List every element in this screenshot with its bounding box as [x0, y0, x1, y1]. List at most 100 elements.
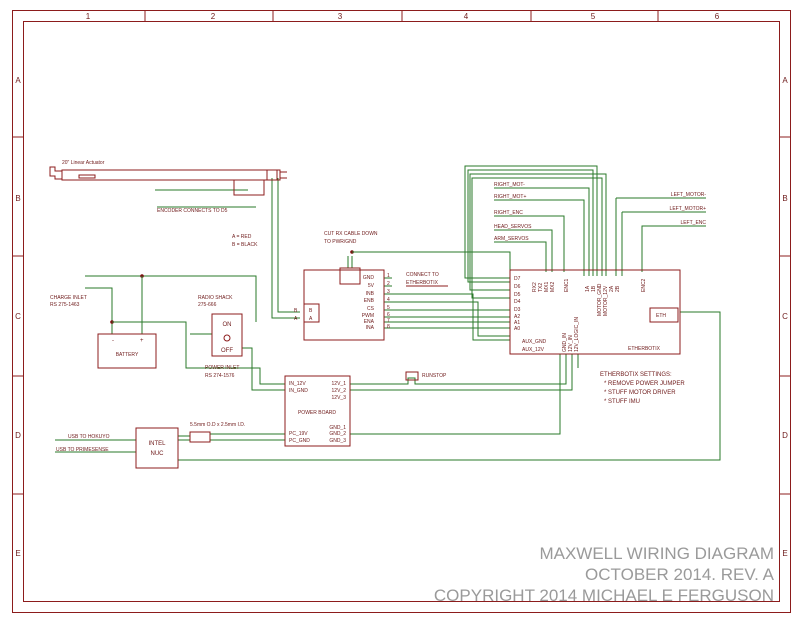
wire-network — [55, 165, 721, 461]
power-board-name: POWER BOARD — [298, 410, 336, 416]
driver-left-pin-b: B — [294, 308, 298, 314]
eb-pin-motor-12v: MOTOR_12V — [603, 285, 609, 316]
power-inlet-part: RS 274-1576 — [205, 373, 235, 379]
power-switch: ON OFF — [211, 313, 243, 357]
driver-pin-num-4: 4 — [387, 297, 390, 303]
switch-off: OFF — [221, 348, 233, 354]
left-mot-plus: LEFT_MOTOR+ — [670, 206, 707, 212]
settings-item-2: * STUFF MOTOR DRIVER — [604, 390, 676, 396]
driver-pin-num-1: 1 — [387, 273, 390, 279]
eb-pin-2a: 2A — [609, 285, 615, 292]
arm-servos: ARM_SERVOS — [494, 236, 529, 242]
charge-inlet-part: RS 275-1463 — [50, 302, 80, 308]
pb-pin-in-gnd: IN_GND — [289, 388, 308, 394]
row-labels-right: A B C D E — [782, 76, 788, 558]
wire-color-b: B = BLACK — [232, 242, 258, 248]
driver-pin-inb: INB — [366, 291, 375, 297]
battery-plus: + — [140, 338, 144, 344]
col-label-1: 1 — [86, 12, 91, 21]
power-board: POWER BOARD IN_12V IN_GND PC_19V PC_GND … — [284, 375, 351, 447]
eb-pin-12v-logic: 12V_LOGIC_IN — [574, 317, 580, 352]
plug-note: 5.5mm O.D x 2.5mm I.D. — [190, 422, 245, 428]
barrel-plug: 5.5mm O.D x 2.5mm I.D. — [189, 422, 245, 443]
driver-pin-enb: ENB — [364, 298, 375, 304]
pb-pin-gnd-2: GND_2 — [329, 431, 346, 437]
driver-left-pin-a: A — [294, 316, 298, 322]
connect-note-line2: ETHERBOTIX — [406, 280, 439, 286]
right-enc: RIGHT_ENC — [494, 210, 523, 216]
etherbotix-eth: ETH — [656, 313, 666, 319]
intel-nuc: INTEL NUC USB TO HOKUYO USB TO PRIMESENS… — [56, 427, 179, 469]
motor-driver: CUT RX CABLE DOWN TO PWR/GND B A B A GND… — [294, 231, 390, 341]
radio-shack-part: 275-666 — [198, 302, 217, 308]
driver-pin-num-3: 3 — [387, 289, 390, 295]
driver-inner-b: B — [309, 308, 313, 314]
right-mot-plus: RIGHT_MOT+ — [494, 194, 526, 200]
eb-pin-mx2: MX2 — [550, 282, 556, 293]
eb-pin-d6: D6 — [514, 284, 521, 290]
switch-on: ON — [223, 322, 232, 328]
row-label-c-right: C — [782, 312, 788, 321]
driver-pin-ina: INA — [366, 325, 375, 331]
usb-primesense: USB TO PRIMESENSE — [56, 447, 109, 453]
head-servos: HEAD_SERVOS — [494, 224, 532, 230]
etherbotix-board: ETH ETHERBOTIX D7 D6 D5 D4 D3 A2 A1 A0 A… — [509, 269, 681, 355]
eb-pin-d3: D3 — [514, 307, 521, 313]
etherbotix-settings: ETHERBOTIX SETTINGS: * REMOVE POWER JUMP… — [600, 372, 685, 405]
drawing-frame — [12, 10, 791, 613]
eb-pin-motor-gnd: MOTOR_GND — [597, 283, 603, 316]
etherbotix-name: ETHERBOTIX — [628, 346, 661, 352]
driver-pin-num-8: 8 — [387, 324, 390, 330]
column-labels: 1 2 3 4 5 6 — [86, 12, 720, 21]
driver-pin-num-6: 6 — [387, 312, 390, 318]
driver-inner-a: A — [309, 316, 313, 322]
pb-pin-pc-gnd: PC_GND — [289, 438, 310, 444]
driver-pin-ena: ENA — [364, 319, 375, 325]
wire-color-a: A = RED — [232, 234, 252, 240]
robot-wire-labels: RIGHT_MOT- RIGHT_MOT+ RIGHT_ENC HEAD_SER… — [494, 182, 706, 242]
col-label-2: 2 — [211, 12, 216, 21]
eb-pin-enc1: ENC1 — [564, 278, 570, 292]
eb-pin-a2: A2 — [514, 314, 520, 320]
pb-pin-12v-2: 12V_2 — [332, 388, 347, 394]
eb-pin-d5: D5 — [514, 292, 521, 298]
actuator-label: 20" Linear Actuator — [62, 160, 105, 166]
driver-pin-cs: CS — [367, 306, 375, 312]
eb-pin-a0: A0 — [514, 326, 520, 332]
runstop-label: RUNSTOP — [422, 373, 447, 379]
linear-actuator: 20" Linear Actuator — [49, 160, 287, 196]
radio-shack-label: RADIO SHACK — [198, 295, 233, 301]
runstop-switch: RUNSTOP — [405, 371, 447, 381]
eb-pin-2b: 2B — [615, 285, 621, 292]
title-line2: OCTOBER 2014. REV. A — [585, 565, 775, 584]
driver-pin-pwm: PWM — [362, 313, 374, 319]
eb-pin-gnd-in: GND_IN — [562, 333, 568, 352]
row-labels-left: A B C D E — [15, 76, 21, 558]
driver-pin-5v: 5V — [368, 283, 375, 289]
connect-note-line1: CONNECT TO — [406, 272, 439, 278]
row-label-a-right: A — [782, 76, 788, 85]
eb-pin-aux-gnd: AUX_GND — [522, 339, 547, 345]
pb-pin-pc-19v: PC_19V — [289, 431, 308, 437]
pb-pin-gnd-1: GND_1 — [329, 425, 346, 431]
row-label-d-right: D — [782, 431, 788, 440]
driver-pin-num-7: 7 — [387, 318, 390, 324]
col-label-5: 5 — [591, 12, 596, 21]
left-enc: LEFT_ENC — [680, 220, 706, 226]
power-inlet-label: POWER INLET — [205, 365, 239, 371]
row-label-d: D — [15, 431, 21, 440]
title-line1: MAXWELL WIRING DIAGRAM — [539, 544, 774, 563]
eb-pin-mx1: MX1 — [544, 282, 550, 293]
settings-item-1: * REMOVE POWER JUMPER — [604, 381, 685, 387]
driver-pin-num-2: 2 — [387, 281, 390, 287]
row-label-e: E — [15, 549, 20, 558]
eb-pin-rx2: RX2 — [532, 282, 538, 292]
eb-pin-d4: D4 — [514, 299, 521, 305]
battery: - + BATTERY — [97, 333, 157, 369]
battery-minus: - — [112, 338, 114, 344]
row-label-a: A — [15, 76, 21, 85]
row-label-c: C — [15, 312, 21, 321]
driver-pin-num-5: 5 — [387, 305, 390, 311]
eb-pin-1b: 1B — [591, 285, 597, 292]
